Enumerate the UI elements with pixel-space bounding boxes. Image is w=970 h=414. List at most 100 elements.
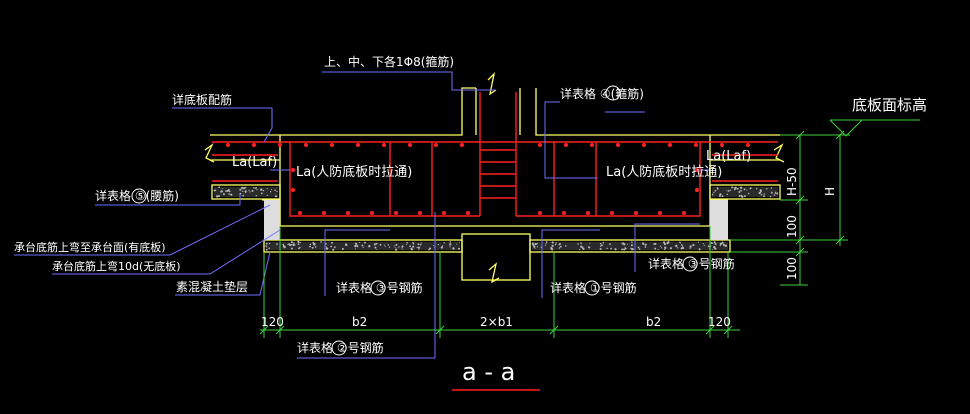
hatch-dot — [270, 189, 272, 191]
label-detail-hoop: 详表格 ④(箍筋) — [560, 86, 644, 101]
hatch-dot — [406, 241, 409, 244]
hatch-dot — [738, 195, 741, 197]
label-la-right: La(Laf) — [706, 149, 751, 164]
hatch-dot — [449, 246, 451, 248]
hatch-dot — [384, 245, 386, 247]
hatch-dot — [368, 245, 371, 248]
hatch-dot — [679, 242, 681, 244]
hatch-dot — [419, 243, 422, 246]
rebar-dot — [278, 143, 282, 147]
break-left — [204, 143, 215, 163]
hatch-dot — [313, 243, 316, 246]
hatch-dot — [397, 247, 399, 249]
hatch-dot — [268, 242, 271, 245]
hatch-dot — [756, 188, 758, 190]
rebar-dot — [590, 143, 594, 147]
hatch-dot — [457, 247, 461, 250]
rebar-dot — [538, 211, 542, 215]
hatch-dot — [242, 190, 244, 193]
hatch-dot — [354, 248, 356, 250]
dim-120-right: 120 — [708, 315, 731, 329]
hatch-dots — [213, 186, 779, 251]
blinding-left — [211, 184, 281, 200]
rebar-lines — [212, 92, 778, 217]
hatch-dot — [630, 247, 632, 250]
hatch-dot — [242, 194, 245, 197]
hatch-dot — [265, 245, 267, 247]
hatch-dot — [314, 246, 317, 248]
hatch-dot — [774, 192, 777, 194]
hatch-dot — [747, 192, 750, 195]
leader-2 — [297, 212, 436, 359]
hatch-dot — [654, 242, 657, 245]
leader-top-rebar — [322, 71, 496, 91]
hatch-dot — [412, 245, 415, 248]
hatch-dot — [266, 188, 268, 190]
hatch-dot — [331, 241, 333, 244]
hatch-dot — [241, 186, 244, 190]
hatch-dot — [260, 188, 263, 191]
hatch-dot — [743, 188, 746, 191]
hatch-dot — [714, 242, 717, 246]
label-bottom-elevation: 底板面标高 — [852, 96, 927, 114]
hatch-dot — [266, 246, 268, 248]
hatch-dot — [580, 245, 583, 248]
hatch-dot — [738, 191, 741, 193]
hatch-dot — [274, 189, 276, 192]
cap-bottom-right — [516, 142, 701, 217]
hatch-dot — [724, 244, 727, 247]
hatch-dot — [533, 245, 536, 248]
hatch-dot — [758, 191, 761, 195]
hatch-dot — [402, 249, 404, 251]
hatch-dot — [774, 191, 776, 193]
hatch-dot — [248, 189, 250, 191]
hatch-dot — [707, 245, 710, 248]
hatch-dot — [609, 243, 611, 246]
dim-b2-right: b2 — [646, 315, 661, 329]
hatch-dot — [394, 248, 398, 251]
hatch-dot — [359, 241, 361, 244]
hatch-dot — [551, 244, 554, 248]
hatch-dot — [675, 244, 678, 248]
hatch-dot — [773, 194, 776, 196]
break-right — [773, 143, 785, 163]
hatch-dot — [225, 190, 227, 193]
hatch-dot — [599, 242, 602, 245]
cap-outline — [210, 159, 780, 227]
hatch-dot — [740, 194, 743, 197]
hatch-dot — [394, 247, 396, 249]
hatch-dot — [228, 190, 231, 193]
hatch-dot — [630, 244, 633, 247]
leader-plain-concrete — [175, 251, 271, 296]
rebar-dot — [382, 143, 386, 147]
rebar-dot — [562, 211, 566, 215]
hatch-dot — [417, 243, 420, 246]
hatch-dot — [227, 188, 230, 192]
hatch-dot — [266, 194, 268, 196]
dim-b2-left: b2 — [352, 315, 367, 329]
label-bend-face: 承台底筋上弯至承台面(有底板) — [14, 240, 166, 254]
hatch-dot — [269, 191, 272, 193]
break-top — [487, 72, 497, 96]
hatch-dot — [577, 243, 579, 245]
rebar-dot — [291, 168, 295, 172]
hatch-dot — [362, 246, 364, 248]
hatch-dot — [395, 243, 398, 246]
hatch-dot — [723, 245, 725, 247]
hatch-dot — [718, 195, 721, 197]
hatch-dot — [710, 241, 713, 244]
hatch-dot — [244, 186, 247, 189]
hatch-dot — [256, 189, 258, 191]
rebar-dot — [682, 211, 686, 215]
hatch-dot — [375, 242, 378, 245]
hatch-dot — [230, 193, 233, 196]
hatch-dot — [244, 190, 247, 193]
hatch-dot — [683, 247, 685, 249]
hatch-dot — [332, 248, 335, 251]
hatch-dot — [662, 241, 666, 244]
hatch-dot — [719, 244, 721, 247]
leader-base-slab — [172, 107, 273, 143]
rebar-dot — [346, 211, 350, 215]
dim-h-50: H-50 — [785, 167, 799, 196]
